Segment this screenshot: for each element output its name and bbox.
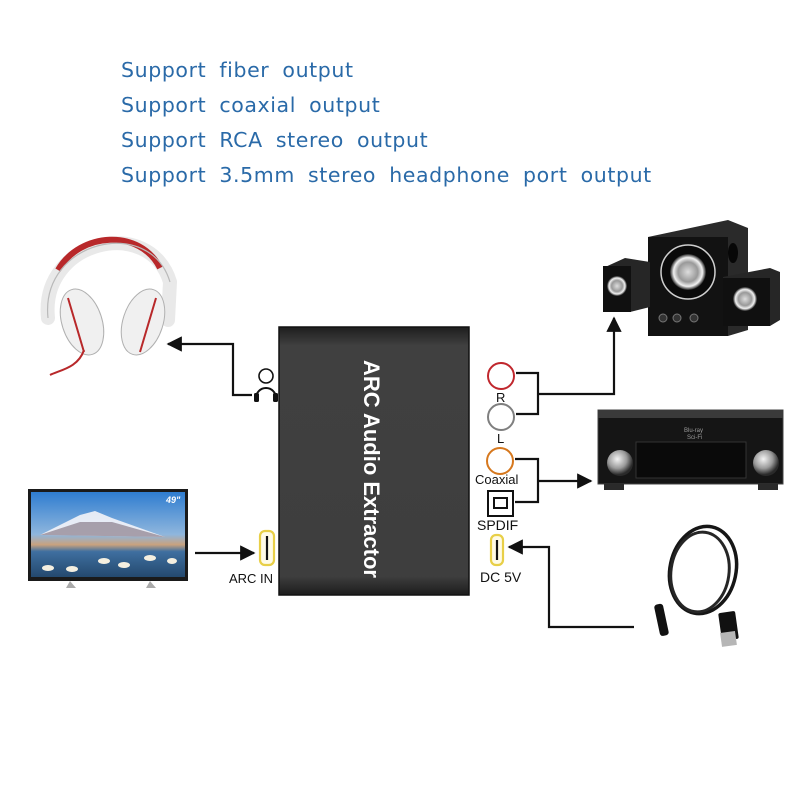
headphones-image	[40, 236, 178, 376]
rca-left-port[interactable]: L	[487, 403, 515, 446]
headphone-cable	[49, 349, 85, 376]
line-rca-to-speakers	[538, 316, 622, 396]
swans	[42, 555, 177, 572]
bass-port	[728, 243, 738, 263]
receiver-display-line-2: Sci-Fi	[687, 435, 702, 441]
line-usb-power	[507, 539, 634, 629]
headphone-cup-right-icon	[273, 393, 278, 402]
tv-stand	[66, 581, 156, 588]
right-cup-stripe	[139, 297, 157, 353]
feature-fiber: Support fiber output	[121, 58, 354, 82]
knob-2	[672, 313, 682, 323]
speakers-image	[603, 220, 780, 336]
rca-right-label: R	[496, 390, 505, 405]
coaxial-port[interactable]: Coaxial	[475, 447, 518, 487]
right-satellite-cone	[733, 287, 757, 311]
line-digital-bracket	[515, 457, 540, 504]
cable-loop-2	[669, 530, 731, 614]
rca-left-jack-icon	[487, 403, 515, 431]
device-body	[278, 326, 470, 596]
headphone-port[interactable]	[254, 368, 278, 402]
input-knob	[607, 450, 633, 476]
tv-size-label: 49"	[165, 495, 181, 505]
knob-3	[689, 313, 699, 323]
spdif-port[interactable]: SPDIF	[477, 490, 518, 533]
headband-stripe	[55, 236, 163, 272]
arc-in-label: ARC IN	[229, 571, 273, 586]
feature-coaxial: Support coaxial output	[121, 93, 381, 117]
knob-1	[658, 313, 668, 323]
cable-loop-1	[667, 524, 739, 616]
arc-audio-extractor-device: ARC Audio Extractor	[278, 326, 470, 596]
tv-image: 49"	[28, 489, 188, 588]
line-rca-bracket	[516, 371, 540, 416]
dc-power-port[interactable]: DC 5V	[480, 533, 522, 585]
connector-lines	[166, 316, 634, 629]
receiver-foot-right	[758, 484, 778, 490]
receiver-foot-left	[604, 484, 624, 490]
coaxial-label: Coaxial	[475, 472, 518, 487]
receiver-door	[635, 441, 747, 479]
dc-power-label: DC 5V	[480, 569, 522, 585]
line-headphone-out	[166, 336, 252, 397]
headband-outline	[47, 242, 171, 319]
micro-usb-plug	[654, 603, 669, 636]
av-receiver-image: Blu-ray Sci-Fi	[597, 409, 784, 490]
usb-a-tip	[720, 630, 737, 647]
feature-headphone: Support 3.5mm stereo headphone port outp…	[121, 163, 652, 187]
left-ear-cup	[59, 288, 105, 356]
receiver-top-vent	[598, 410, 783, 418]
arc-in-port[interactable]: ARC IN	[229, 529, 276, 586]
device-title: ARC Audio Extractor	[359, 360, 384, 578]
left-satellite-cone	[607, 276, 627, 296]
headphone-cup-left-icon	[254, 393, 259, 402]
coaxial-jack-icon	[486, 447, 514, 475]
spdif-label: SPDIF	[477, 517, 518, 533]
left-cup-stripe	[67, 297, 85, 353]
rca-right-port[interactable]: R	[487, 362, 515, 405]
feature-list: Support fiber output Support coaxial out…	[121, 56, 652, 196]
volume-knob	[753, 450, 779, 476]
usb-cable-image	[654, 524, 739, 647]
receiver-display-line-1: Blu-ray	[684, 428, 703, 434]
rca-right-jack-icon	[487, 362, 515, 390]
mountain-shadow	[40, 522, 165, 537]
spdif-inner	[493, 497, 508, 509]
headphone-port-icon	[258, 368, 274, 384]
subwoofer-cone	[670, 254, 706, 290]
rca-left-label: L	[497, 431, 504, 446]
feature-rca: Support RCA stereo output	[121, 128, 429, 152]
